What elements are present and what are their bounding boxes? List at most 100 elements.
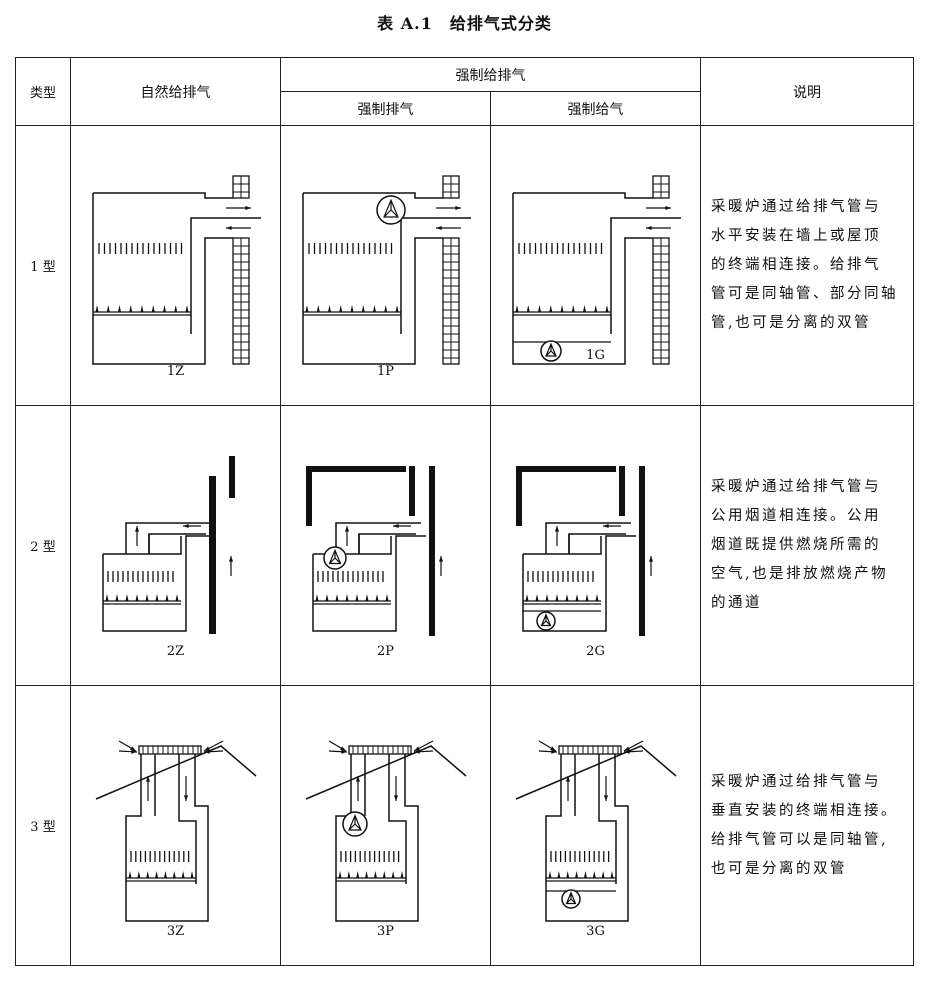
fan-blades [545, 341, 557, 357]
arrow-head [565, 775, 571, 782]
flame [328, 304, 331, 312]
flue-duct [574, 753, 617, 884]
flame [555, 593, 559, 601]
boiler-outline [512, 192, 653, 365]
description-line: 烟道既提供燃烧所需的 [711, 537, 881, 553]
flue-wall [306, 465, 312, 526]
flame [172, 870, 176, 878]
flame [395, 304, 399, 312]
description-line: 采暖炉通过给排气管与 [711, 199, 881, 215]
diagram-label: 3P [376, 924, 395, 939]
flame [155, 593, 159, 601]
flue-duct [335, 521, 421, 554]
description-line: 给排气管可以是同轴管, [711, 831, 889, 848]
diagram-cell: 3Z [70, 685, 281, 966]
flame [535, 593, 539, 601]
flue-cap [516, 465, 616, 472]
type-label: 3 型 [15, 685, 71, 966]
arrow-head [624, 746, 630, 751]
type-label: 1 型 [15, 125, 71, 406]
burner-bar [303, 310, 401, 316]
flame [339, 304, 343, 312]
flame [115, 593, 119, 601]
arrow-head [145, 775, 151, 782]
flame [365, 870, 369, 878]
flame [515, 304, 519, 312]
flue-duct [364, 753, 407, 884]
flame [391, 870, 395, 878]
flame [557, 870, 561, 878]
flame [571, 304, 575, 312]
arrow-head [245, 205, 251, 210]
boiler-diagram [512, 174, 681, 365]
header-forced: 强制给排气 [280, 57, 701, 92]
flame [400, 870, 404, 878]
arrow-head [603, 794, 609, 801]
burner-bar [336, 876, 406, 882]
flame [163, 870, 167, 878]
diagram-cell: 1Z [70, 125, 281, 406]
description-line: 采暖炉通过给排气管与 [711, 773, 881, 790]
description-line: 管可是同轴管、部分同轴 [711, 286, 898, 302]
flame [185, 304, 189, 312]
diagram-cell: 2G [490, 405, 701, 686]
arrow-head [455, 205, 461, 210]
arrow-head [624, 749, 630, 754]
arrow-head [603, 523, 609, 528]
arrow-head [646, 225, 652, 230]
header-forced-exhaust: 强制排气 [280, 91, 491, 126]
roof-line [305, 744, 467, 800]
flame [135, 593, 139, 601]
diagram-cell: 2P [280, 405, 491, 686]
flame [155, 870, 159, 878]
boiler-top [513, 191, 653, 199]
description-line: 空气,也是排放燃烧产物 [711, 566, 889, 582]
inner-flue [190, 216, 261, 334]
diagram-cell: 1G [490, 125, 701, 406]
boiler-top [313, 535, 392, 555]
boiler-outline [302, 192, 443, 365]
flame [575, 870, 579, 878]
flame [128, 870, 132, 878]
roof-line [95, 744, 257, 800]
arrow-head [554, 525, 560, 532]
description-cell: 采暖炉通过给排气管与公用烟道相连接。公用烟道既提供燃烧所需的空气,也是排放燃烧产… [700, 405, 914, 686]
description-line: 水平安装在墙上或屋顶 [711, 228, 881, 244]
fan-blades [383, 198, 399, 218]
flame [129, 304, 133, 312]
terminal-cap [138, 744, 202, 755]
diagram-cell: 1P [280, 125, 491, 406]
fan-blades [348, 813, 362, 831]
flue-wall [409, 465, 415, 516]
flame [594, 304, 598, 312]
arrow-head [665, 205, 671, 210]
table-title: 表 A.1 给排气式分类 [377, 14, 552, 33]
flue-wall [429, 465, 435, 614]
description-line: 垂直安装的终端相连接。 [711, 802, 898, 819]
arrow-head [341, 749, 347, 754]
boiler-diagram [306, 465, 444, 636]
flue-wall [209, 475, 216, 634]
arrow-head [226, 225, 232, 230]
flame [335, 593, 339, 601]
flame [106, 304, 110, 312]
flue-wall [229, 455, 235, 498]
flame [145, 593, 149, 601]
flue-wall [619, 465, 625, 516]
arrow-head [393, 523, 399, 528]
burner-bar [513, 310, 611, 316]
flame [585, 593, 589, 601]
type-label: 2 型 [15, 405, 71, 686]
flame [356, 870, 360, 878]
diagram-label: 1P [376, 364, 395, 379]
arrow-head [204, 749, 210, 754]
arrow-head [183, 523, 189, 528]
boiler-outline [92, 192, 233, 365]
flame [105, 593, 109, 601]
burner-bar [93, 310, 191, 316]
boiler-diagram [516, 465, 654, 636]
diagram-label: 3Z [166, 924, 185, 939]
flame [583, 304, 586, 312]
